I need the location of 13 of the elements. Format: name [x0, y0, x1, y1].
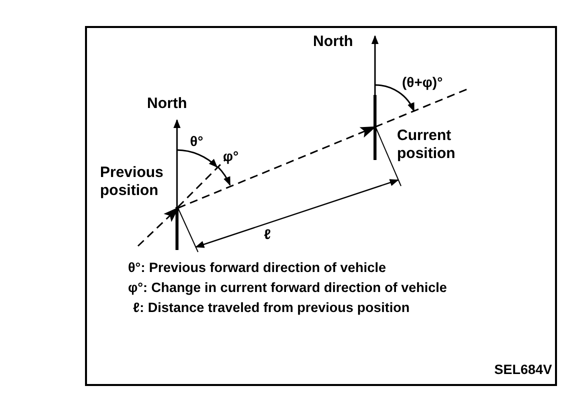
- direction-label: North: [147, 95, 187, 112]
- angle-label: θ°: [190, 133, 204, 149]
- angle-label: φ°: [223, 148, 239, 164]
- figure-code: SEL684V: [494, 362, 552, 377]
- legend-text: φ°: Change in current forward direction of vehicle: [128, 280, 447, 295]
- position-label: Current position: [397, 127, 456, 163]
- legend-text: θ°: Previous forward direction of vehicle: [128, 260, 386, 275]
- angle-label: (θ+φ)°: [402, 74, 443, 90]
- dimension-label: ℓ: [264, 226, 271, 242]
- position-label: Previous position: [100, 164, 164, 200]
- direction-label: North: [313, 33, 353, 50]
- heading-arrow: [178, 126, 376, 209]
- legend-text: ℓ: Distance traveled from previous position: [133, 300, 410, 315]
